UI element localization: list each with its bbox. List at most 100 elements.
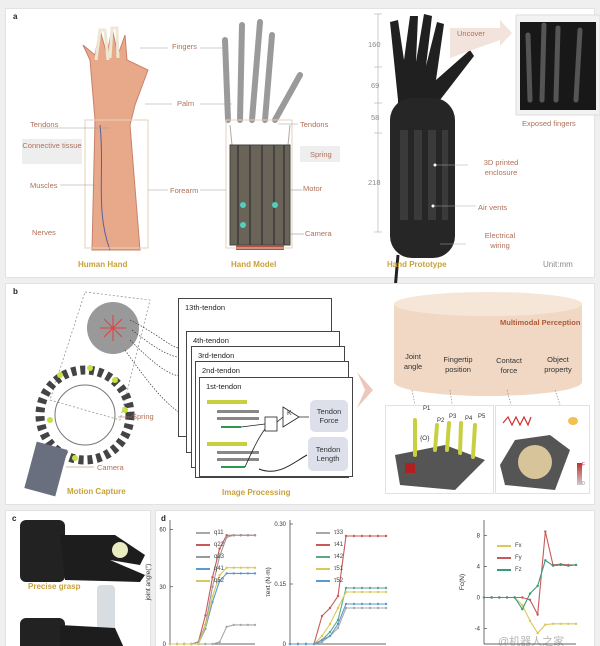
legend-item: q41 (196, 563, 224, 575)
data-point-Fx (559, 622, 562, 626)
y-tick-label: -4 (475, 627, 481, 633)
data-point-τ33 (336, 626, 340, 630)
legend-label: q22 (214, 542, 225, 548)
data-point-τ51 (360, 590, 364, 594)
colorbar-min: 0 (582, 481, 585, 487)
point-p2: P2 (437, 418, 445, 424)
data-point-Fx (528, 619, 532, 622)
data-point-τ42 (376, 586, 380, 590)
legend-item: τ41 (316, 539, 343, 551)
legend-label: τ41 (334, 542, 344, 548)
data-point-Fz (544, 559, 547, 562)
hand-pose-render (395, 418, 485, 490)
legend-label: q52 (214, 578, 225, 584)
data-point-τ33 (368, 606, 372, 610)
panel-b-label: b (13, 287, 18, 296)
data-point-Fz (505, 596, 509, 599)
data-point-q52 (168, 642, 172, 646)
y-tick-label: 30 (159, 585, 166, 591)
data-point-τ41 (336, 594, 340, 598)
motion-capture-caption: Motion Capture (67, 487, 126, 496)
data-point-q52 (182, 642, 186, 646)
legend-item: Fz (497, 564, 522, 576)
legend-swatch (196, 580, 210, 582)
legend-item: Fy (497, 552, 522, 564)
legend-swatch (196, 532, 210, 534)
data-point-Fz (536, 584, 539, 588)
data-point-q41 (253, 572, 257, 575)
data-point-τ41 (320, 614, 324, 618)
tendon-2-label: 2nd-tendon (202, 366, 240, 375)
panel-d-label: d (161, 514, 166, 523)
data-point-τ41 (360, 534, 364, 538)
exposed-fingers-label: Exposed fingers (522, 119, 576, 128)
data-point-τ52 (376, 602, 380, 606)
y-tick-label: 0 (477, 596, 481, 602)
legend-item: q11 (196, 527, 224, 539)
data-point-τ42 (336, 618, 340, 622)
data-point-Fx (567, 622, 570, 626)
data-point-τ41 (352, 534, 356, 538)
data-point-q41 (246, 572, 250, 575)
data-point-q52 (232, 566, 235, 569)
y-axis-label: τext (N·m) (265, 567, 272, 597)
data-point-τ33 (344, 606, 348, 610)
human-hand-illustration (40, 26, 172, 251)
data-point-q11 (225, 625, 228, 629)
modality-fingertip-position: Fingertip position (443, 355, 473, 374)
data-point-q52 (239, 566, 243, 569)
data-point-τ33 (360, 606, 364, 610)
data-point-Fz (490, 596, 493, 599)
data-point-τ52 (296, 642, 300, 646)
spring-b-label: Spring (132, 412, 154, 421)
data-point-Fz (559, 563, 562, 567)
data-point-τ51 (368, 590, 372, 594)
legend-label: τ51 (334, 566, 344, 572)
tendon-4-label: 4th-tendon (193, 336, 229, 345)
wiring-label: Electrical wiring (484, 231, 516, 250)
data-point-q22 (218, 547, 221, 550)
precise-grasp-photo (20, 520, 145, 646)
data-point-τ33 (352, 606, 356, 610)
point-p1: P1 (423, 406, 431, 412)
data-point-τ33 (384, 606, 388, 610)
camera-label: Camera (305, 229, 332, 238)
data-point-τ51 (376, 590, 380, 594)
enclosure-label: 3D printed enclosure (483, 158, 519, 177)
series-line-Fx (484, 596, 576, 635)
point-p3: P3 (449, 414, 457, 420)
data-point-Fz (513, 596, 516, 599)
dimension-69: 69 (371, 81, 380, 90)
data-point-τ52 (368, 602, 372, 606)
data-point-Fx (521, 604, 524, 607)
data-point-q11 (253, 623, 257, 627)
modality-contact-force: Contact force (496, 356, 522, 375)
data-point-Fz (574, 563, 578, 567)
series-line-q11 (170, 624, 255, 645)
y-tick-label: 60 (159, 528, 166, 534)
precise-grasp-caption: Precise grasp (28, 582, 81, 591)
legend-item: τ42 (316, 551, 343, 563)
y-axis-label: joint angle(°) (144, 564, 152, 602)
hand-prototype-caption: Hand Prototype (387, 260, 447, 269)
data-point-τ41 (368, 534, 372, 538)
legend-item: q23 (196, 551, 224, 563)
modality-joint-angle: Joint angle (403, 352, 423, 371)
data-point-q52 (175, 642, 179, 646)
legend-label: Fy (515, 555, 522, 561)
tendon-length-box: Tendon Length (308, 437, 348, 471)
unit-label: Unit:mm (543, 260, 573, 269)
data-point-q23 (246, 534, 250, 537)
data-point-τ52 (328, 634, 332, 638)
data-point-τ51 (352, 590, 356, 594)
chart-1: 0 30 60 joint angle(°) (144, 520, 257, 646)
data-point-τ52 (288, 642, 292, 646)
data-point-τ42 (352, 586, 356, 590)
legend-label: τ33 (334, 530, 344, 536)
tendon-processing-diagram (207, 400, 309, 472)
y-tick-label: 0.30 (274, 522, 286, 528)
y-tick-label: 0 (163, 642, 167, 646)
data-point-q22 (204, 614, 207, 617)
